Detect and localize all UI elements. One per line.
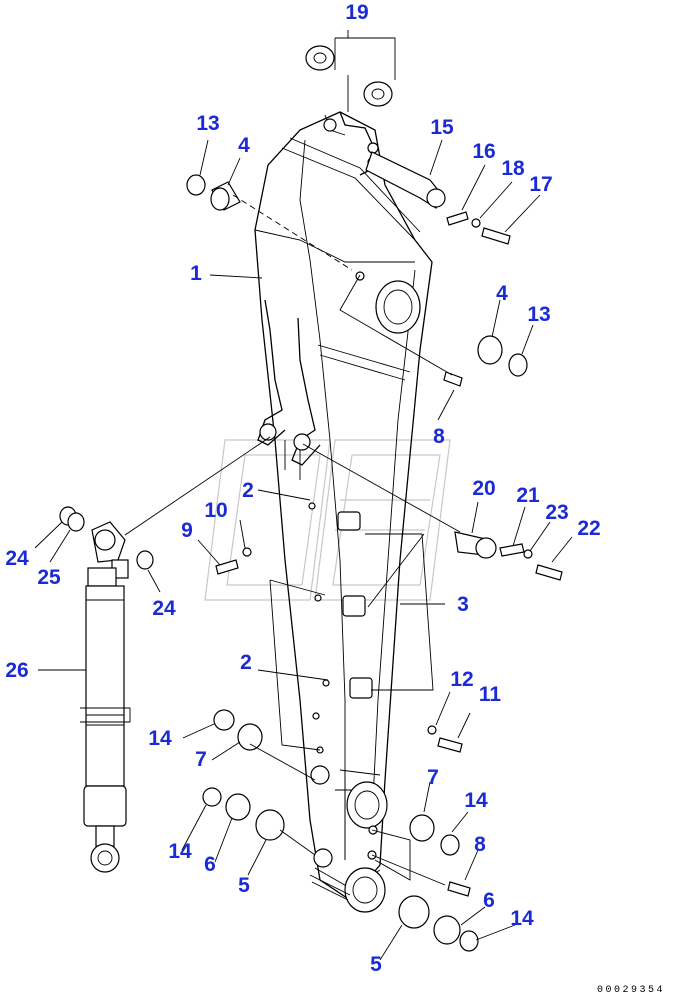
leader-lines — [34, 30, 573, 961]
callout-25: 25 — [37, 566, 61, 589]
callout-13-right: 13 — [527, 303, 550, 326]
callout-18: 18 — [501, 157, 525, 180]
callout-14: 14 — [148, 727, 172, 750]
callout-26: 26 — [5, 659, 28, 682]
callout-21: 21 — [516, 484, 540, 507]
callout-17: 17 — [529, 173, 552, 196]
callout-10: 10 — [204, 499, 227, 522]
callout-4: 4 — [238, 134, 250, 157]
callout-24-right: 24 — [152, 597, 176, 620]
callout-2-lower: 2 — [240, 651, 252, 674]
callout-14-right: 14 — [464, 789, 488, 812]
callout-8-lower: 8 — [474, 833, 486, 856]
callout-7: 7 — [195, 748, 207, 771]
callout-20: 20 — [472, 477, 495, 500]
callout-24: 24 — [5, 547, 29, 570]
callout-23: 23 — [545, 501, 568, 524]
callout-3: 3 — [457, 593, 469, 616]
boom-arm — [254, 111, 433, 913]
watermark-logo — [204, 439, 451, 601]
callout-22: 22 — [577, 517, 600, 540]
callout-15: 15 — [430, 116, 454, 139]
callout-8: 8 — [433, 425, 445, 448]
small-parts — [186, 37, 563, 952]
callout-5: 5 — [238, 874, 250, 897]
callout-14-bottom: 14 — [510, 907, 534, 930]
callout-4-right: 4 — [496, 282, 508, 305]
hydraulic-cylinder — [59, 506, 154, 873]
callout-5-bottom: 5 — [370, 953, 382, 976]
callout-9: 9 — [181, 519, 193, 542]
callout-11: 11 — [479, 683, 502, 706]
drawing-code: 00029354 — [596, 985, 665, 996]
callout-14-lower: 14 — [168, 840, 192, 863]
callout-7-right: 7 — [427, 766, 439, 789]
callout-12: 12 — [450, 668, 473, 691]
callout-6-right: 6 — [483, 889, 495, 912]
callout-6: 6 — [204, 853, 216, 876]
callout-16: 16 — [472, 140, 495, 163]
callout-19: 19 — [345, 1, 368, 24]
callout-labels: 19 13 4 15 16 18 17 1 4 13 8 2 10 9 20 2… — [5, 1, 600, 976]
callout-1: 1 — [190, 262, 202, 285]
callout-2: 2 — [242, 479, 254, 502]
callout-13: 13 — [196, 112, 219, 135]
